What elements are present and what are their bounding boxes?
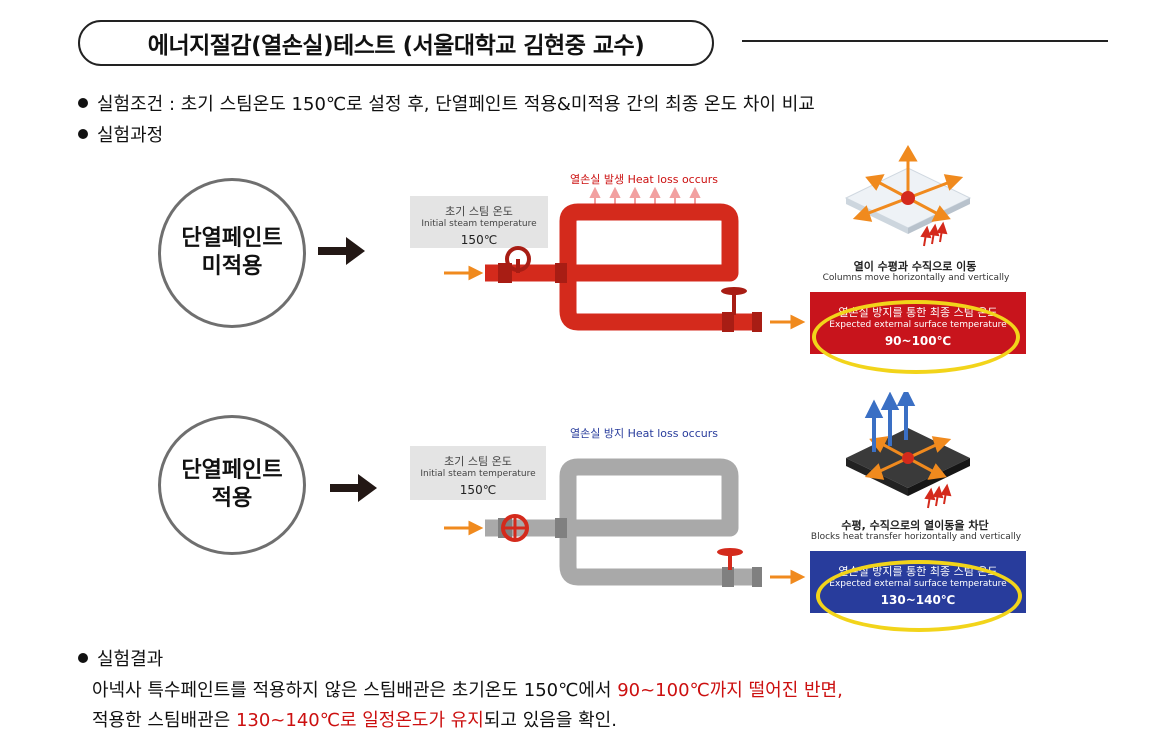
results-line2-end: 되고 있음을 확인. — [483, 710, 617, 731]
uncoated-circle-line1: 단열페인트 — [181, 226, 283, 251]
coated-pipe-illustration — [444, 458, 806, 587]
bullet-dot — [78, 653, 88, 663]
results-line-2: 적용한 스팀배관은 130~140℃로 일정온도가 유지되고 있음을 확인. — [92, 706, 617, 732]
coated-plate-caption-en: Blocks heat transfer horizontally and ve… — [810, 532, 1022, 542]
coated-plate-caption-ko: 수평, 수직으로의 열이동을 차단 — [841, 519, 989, 532]
page-title-text: 에너지절감(열손실)테스트 (서울대학교 김현중 교수) — [147, 33, 645, 59]
coated-circle-line2: 적용 — [211, 486, 253, 511]
conditions-text: 실험조건 : 초기 스팀온도 150℃로 설정 후, 단열페인트 적용&미적용 … — [97, 94, 815, 115]
uncoated-plate-caption-ko: 열이 수평과 수직으로 이동 — [853, 260, 977, 273]
coated-circle-line1: 단열페인트 — [181, 458, 283, 483]
conditions-bullet: 실험조건 : 초기 스팀온도 150℃로 설정 후, 단열페인트 적용&미적용 … — [78, 90, 815, 116]
coated-loss-ko: 열손실 방지 — [570, 427, 625, 440]
results-label: 실험결과 — [97, 649, 164, 670]
uncoated-initial-value: 150℃ — [460, 233, 498, 247]
right-arrow-icon — [318, 237, 365, 265]
coated-heat-loss-label: 열손실 방지 Heat loss occurs — [570, 425, 718, 441]
coated-initial-temp-box: 초기 스팀 온도 Initial steam temperature 150℃ — [410, 446, 546, 500]
results-line1-text: 아넥사 특수페인트를 적용하지 않은 스팀배관은 초기온도 150℃에서 — [92, 680, 618, 701]
results-line2-text: 적용한 스팀배관은 — [92, 710, 236, 731]
uncoated-loss-ko: 열손실 발생 — [570, 173, 625, 186]
uncoated-heat-plate-icon — [844, 145, 972, 247]
uncoated-plate-caption-en: Columns move horizontally and vertically — [822, 273, 1010, 283]
uncoated-heat-loss-label: 열손실 발생 Heat loss occurs — [570, 171, 718, 187]
process-label: 실험과정 — [97, 125, 164, 146]
coated-initial-ko: 초기 스팀 온도 — [444, 455, 512, 468]
coated-insulated-plate-icon — [846, 392, 970, 509]
process-bullet: 실험과정 — [78, 121, 163, 147]
coated-circle: 단열페인트 적용 — [158, 415, 306, 555]
coated-loss-en: Heat loss occurs — [627, 427, 718, 440]
uncoated-initial-ko: 초기 스팀 온도 — [445, 205, 513, 218]
uncoated-pipe-illustration — [444, 186, 806, 332]
uncoated-initial-temp-box: 초기 스팀 온도 Initial steam temperature 150℃ — [410, 196, 548, 248]
uncoated-circle: 단열페인트 미적용 — [158, 178, 306, 328]
coated-initial-en: Initial steam temperature — [420, 469, 536, 479]
coated-initial-value: 150℃ — [459, 483, 497, 497]
uncoated-circle-line2: 미적용 — [201, 254, 263, 279]
uncoated-initial-en: Initial steam temperature — [421, 219, 537, 229]
results-line2-highlight: 130~140℃로 일정온도가 유지 — [235, 710, 484, 731]
results-line-1: 아넥사 특수페인트를 적용하지 않은 스팀배관은 초기온도 150℃에서 90~… — [92, 676, 843, 702]
right-arrow-icon — [330, 474, 377, 502]
bullet-dot — [78, 129, 88, 139]
results-bullet: 실험결과 — [78, 645, 163, 671]
coated-highlight-ellipse — [816, 560, 1022, 632]
page-title: 에너지절감(열손실)테스트 (서울대학교 김현중 교수) — [78, 20, 714, 66]
bullet-dot — [78, 98, 88, 108]
title-divider — [742, 40, 1108, 42]
results-line1-highlight: 90~100℃까지 떨어진 반면, — [617, 680, 843, 701]
uncoated-loss-en: Heat loss occurs — [627, 173, 718, 186]
uncoated-highlight-ellipse — [812, 300, 1020, 374]
